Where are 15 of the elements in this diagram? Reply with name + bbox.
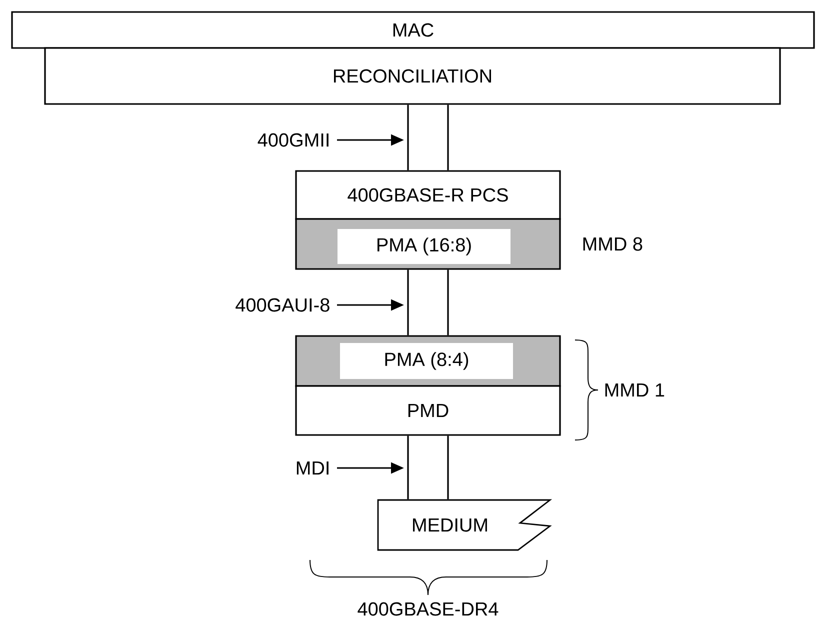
hatched-layer-box: PMA (16:8): [295, 218, 561, 270]
interface-bus: [407, 269, 449, 336]
interface-label: MDI: [296, 461, 328, 475]
interface-bus: [407, 435, 449, 500]
label: MMD 8: [583, 237, 642, 251]
layer-box: MAC: [11, 11, 815, 49]
interface-bus: [407, 104, 449, 171]
interface-label: 400GAUI-8: [236, 298, 330, 312]
label: MMD 1: [605, 383, 664, 397]
interface-label: 400GMII: [258, 133, 328, 147]
layer-box: 400GBASE-R PCS: [295, 170, 561, 220]
label: 400GBASE-DR4: [358, 602, 498, 616]
hatched-layer-box: PMA (8:4): [295, 335, 561, 387]
layer-box: PMD: [295, 385, 561, 436]
layer-box: RECONCILIATION: [44, 47, 781, 105]
